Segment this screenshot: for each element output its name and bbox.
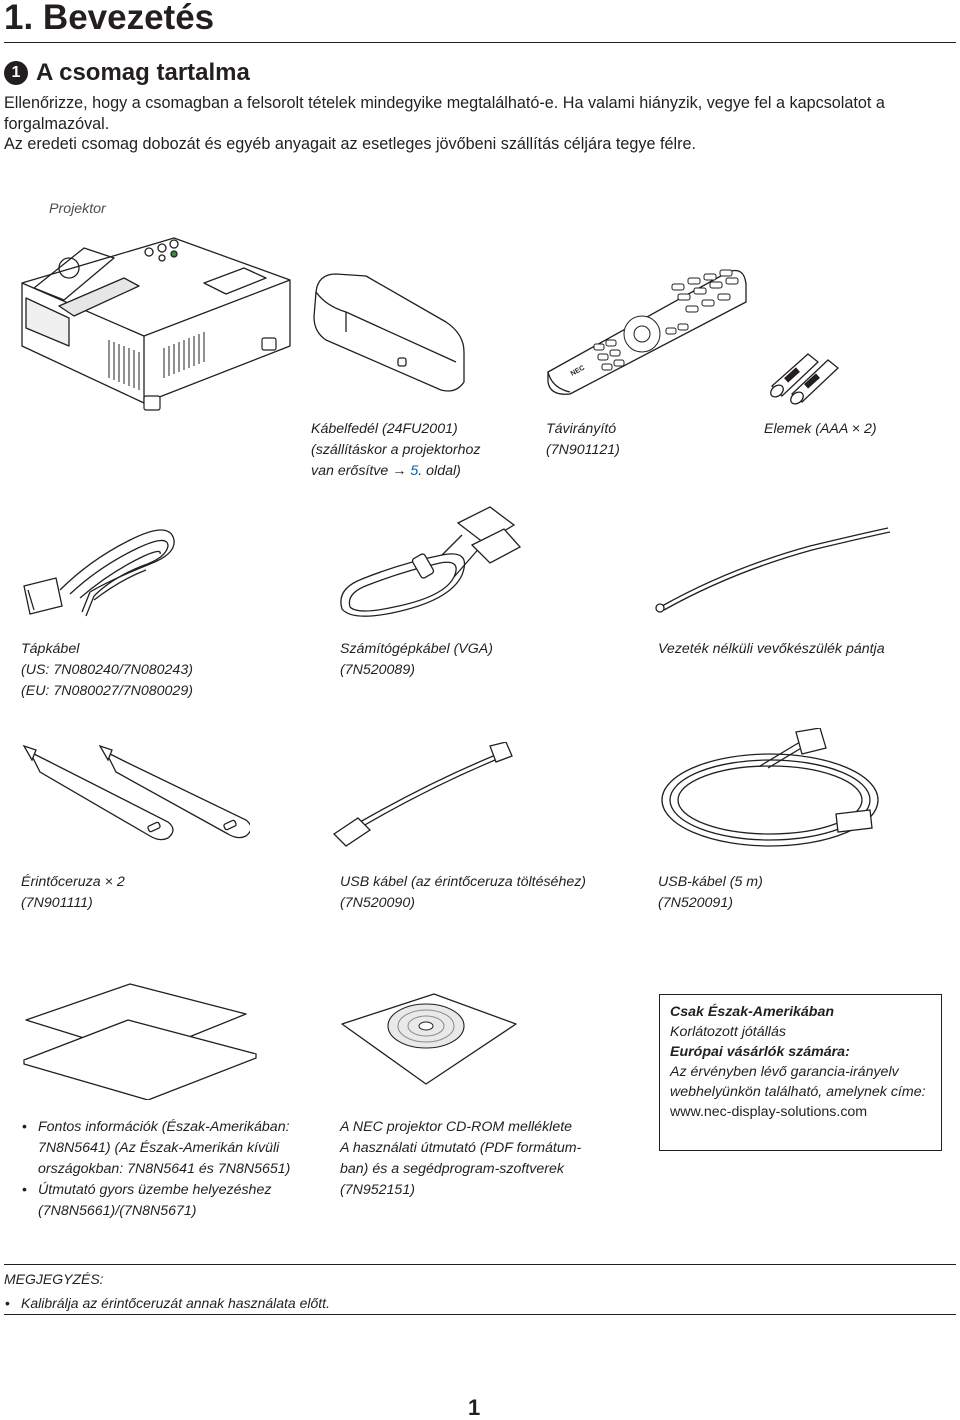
cable-cover-line-2: (szállításkor a projektorhoz [311, 442, 481, 458]
vga-cable-line-2: (7N520089) [340, 662, 415, 678]
cdrom-line-2: A használati útmutató (PDF formátum- [340, 1140, 582, 1156]
power-cable-line-2: (US: 7N080240/7N080243) [21, 662, 193, 678]
note-list: Kalibrálja az érintőceruzát annak haszná… [4, 1294, 330, 1312]
documents-caption: Fontos információk (Észak-Amerikában: 7N… [21, 1117, 326, 1222]
documents-item-2: Útmutató gyors üzembe helyezéshez (7N8N5… [21, 1180, 326, 1222]
cdrom-caption: A NEC projektor CD-ROM melléklete A hasz… [340, 1117, 581, 1201]
page-number: 1 [468, 1395, 481, 1420]
section-title: A csomag tartalma [36, 59, 250, 86]
cdrom-illustration [341, 993, 517, 1085]
remote-line-2: (7N901121) [546, 442, 620, 458]
warranty-box-content: Csak Észak-Amerikában Korlátozott jótáll… [670, 1002, 931, 1122]
documents-illustration [23, 983, 257, 1100]
strap-illustration [655, 527, 891, 613]
usb-cable-line-1: USB-kábel (5 m) [658, 874, 763, 890]
cable-cover-line-1: Kábelfedél (24FU2001) [311, 421, 458, 437]
warranty-north-america-title: Csak Észak-Amerikában [670, 1004, 835, 1020]
remote-caption: Távirányító (7N901121) [546, 419, 620, 461]
warranty-europe-title: Európai vásárlók számára: [670, 1044, 850, 1060]
warranty-box: Csak Észak-Amerikában Korlátozott jótáll… [659, 994, 942, 1151]
documents-item-1: Fontos információk (Észak-Amerikában: 7N… [21, 1117, 326, 1180]
remote-control-illustration: NEC [547, 269, 747, 395]
projector-illustration [21, 237, 291, 411]
cable-cover-line-3: van erősítve → 5. oldal) [311, 461, 521, 482]
power-cable-line-3: (EU: 7N080027/7N080029) [21, 683, 193, 699]
warranty-limited-text: Korlátozott jótállás [670, 1024, 786, 1040]
power-cable-caption: Tápkábel (US: 7N080240/7N080243) (EU: 7N… [21, 639, 193, 702]
cable-cover-line-3-start: van erősítve [311, 463, 393, 479]
usb-charge-cable-line-1: USB kábel (az érintőceruza töltéséhez) [340, 874, 587, 890]
usb-cable-line-2: (7N520091) [658, 895, 733, 911]
warranty-url-link[interactable]: www.nec-display-solutions.com [670, 1104, 868, 1120]
pens-line-2: (7N901111) [21, 895, 93, 911]
section-number-badge: 1 [4, 61, 28, 85]
pens-illustration [22, 744, 250, 841]
cdrom-line-4: (7N952151) [340, 1182, 415, 1198]
page-ref-link[interactable]: 5 [410, 463, 419, 479]
batteries-illustration [770, 353, 839, 405]
projector-label: Projektor [49, 201, 106, 217]
vga-cable-illustration [340, 506, 522, 617]
usb-cable-illustration [661, 728, 879, 847]
power-cable-line-1: Tápkábel [21, 641, 80, 657]
cdrom-line-3: ban) és a segédprogram-szoftverek [340, 1161, 564, 1177]
batteries-line-1: Elemek (AAA × 2) [764, 421, 877, 437]
vga-cable-caption: Számítógépkábel (VGA) (7N520089) [340, 639, 493, 681]
intro-line-2: Az eredeti csomag dobozát és egyéb anyag… [4, 135, 696, 153]
pens-caption: Érintőceruza × 2 (7N901111) [21, 872, 125, 914]
intro-text: Ellenőrizze, hogy a csomagban a felsorol… [4, 93, 959, 155]
strap-caption: Vezeték nélküli vevőkészülék pántja [658, 639, 885, 660]
pens-line-1: Érintőceruza × 2 [21, 874, 125, 890]
usb-charge-cable-line-2: (7N520090) [340, 895, 415, 911]
usb-charge-cable-caption: USB kábel (az érintőceruza töltéséhez) (… [340, 872, 586, 914]
note-bottom-rule [4, 1314, 956, 1315]
remote-line-1: Távirányító [546, 421, 617, 437]
note-top-rule [4, 1264, 956, 1265]
intro-line-1: Ellenőrizze, hogy a csomagban a felsorol… [4, 94, 885, 133]
note-heading: MEGJEGYZÉS: [4, 1271, 104, 1287]
page-ref-arrow: → [392, 463, 407, 479]
chapter-title-rule [4, 42, 956, 43]
cable-cover-caption: Kábelfedél (24FU2001) (szállításkor a pr… [311, 419, 521, 482]
note-item-1: Kalibrálja az érintőceruzát annak haszná… [4, 1294, 330, 1312]
batteries-caption: Elemek (AAA × 2) [764, 419, 877, 440]
section-title-row: 1 A csomag tartalma [4, 56, 250, 90]
cable-cover-illustration [313, 273, 465, 392]
chapter-title: 1. Bevezetés [4, 0, 215, 37]
power-cable-illustration [23, 529, 175, 617]
documents-list: Fontos információk (Észak-Amerikában: 7N… [21, 1117, 326, 1222]
cdrom-line-1: A NEC projektor CD-ROM melléklete [340, 1119, 573, 1135]
strap-line-1: Vezeték nélküli vevőkészülék pántja [658, 641, 885, 657]
warranty-europe-text: Az érvényben lévő garancia-irányelv webh… [670, 1064, 926, 1100]
usb-charge-cable-illustration [332, 742, 513, 847]
usb-cable-caption: USB-kábel (5 m) (7N520091) [658, 872, 763, 914]
cable-cover-line-3-end: . oldal) [418, 463, 461, 479]
vga-cable-line-1: Számítógépkábel (VGA) [340, 641, 493, 657]
